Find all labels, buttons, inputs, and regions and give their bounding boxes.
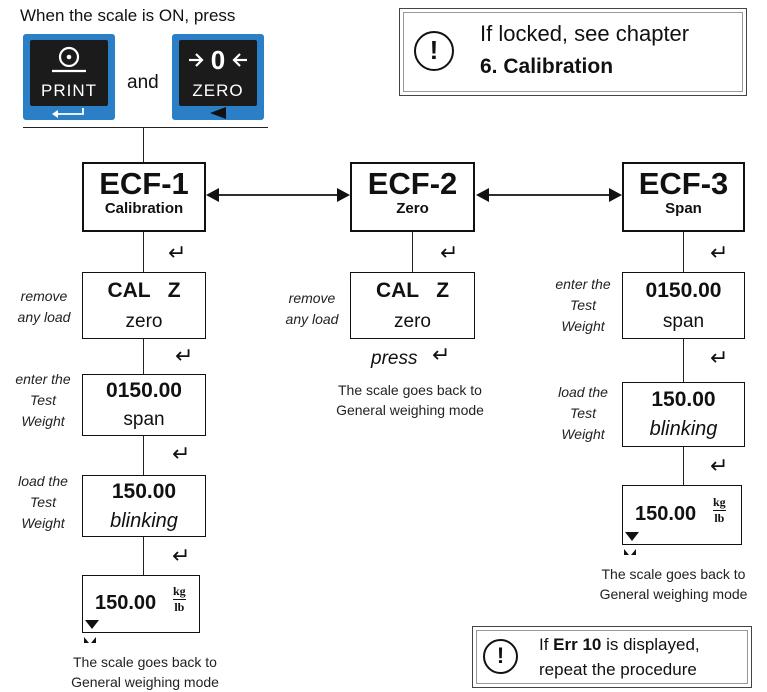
ecf3-display-final: 150.00 kg lb — [622, 485, 742, 545]
ecf3-step2-hint: load the Test Weight — [558, 384, 608, 442]
connector — [143, 436, 144, 475]
stable-indicator-icon — [85, 620, 99, 629]
ecf1-ecf2-arrow — [206, 188, 350, 202]
enter-symbol: ↵ — [710, 453, 729, 478]
lock-note-line2: 6. Calibration — [480, 55, 614, 78]
connector — [412, 232, 413, 272]
zero-arrows-icon: 0 — [189, 45, 247, 75]
ecf1-title: ECF-1 — [99, 166, 189, 201]
and-text: and — [127, 72, 159, 93]
connector — [143, 537, 144, 575]
print-circle-icon — [52, 46, 86, 73]
connector — [143, 339, 144, 374]
svg-text:0: 0 — [211, 45, 225, 75]
ecf2-box[interactable]: ECF-2 Zero — [350, 162, 475, 232]
connector — [143, 127, 144, 167]
enter-symbol: ↵ — [172, 441, 191, 466]
enter-symbol: ↵ — [432, 342, 451, 367]
connector — [143, 232, 144, 272]
ecf3-display-span: 0150.00 span — [622, 272, 745, 339]
ecf2-result-note: The scale goes back to General weighing … — [336, 382, 484, 418]
ecf2-ecf3-arrow — [476, 188, 622, 202]
zero-key[interactable]: 0 ZERO — [172, 34, 264, 120]
marker-icon — [624, 549, 636, 555]
ecf2-display-cal: CAL Z zero — [350, 272, 475, 339]
ecf1-display-final: 150.00 kg lb — [82, 575, 200, 633]
ecf2-title: ECF-2 — [367, 166, 458, 201]
connector — [683, 447, 684, 485]
ecf2-subtitle: Zero — [396, 200, 429, 217]
ecf3-step1-hint: enter the Test Weight — [555, 276, 611, 334]
ecf2-step1-hint: remove any load — [285, 290, 339, 327]
lock-note: ! If locked, see chapter 6. Calibration — [399, 8, 747, 96]
left-triangle-icon — [210, 107, 226, 119]
print-key[interactable]: PRINT — [23, 34, 115, 120]
enter-symbol: ↵ — [710, 345, 729, 370]
enter-symbol: ↵ — [168, 240, 187, 265]
ecf1-step1-hint: remove any load — [17, 288, 71, 325]
header-rule — [23, 127, 268, 128]
exclamation-icon: ! — [414, 31, 454, 71]
connector — [683, 232, 684, 272]
ecf3-box[interactable]: ECF-3 Span — [622, 162, 745, 232]
enter-symbol: ↵ — [440, 240, 459, 265]
stable-indicator-icon — [625, 532, 639, 541]
ecf2-press-text: press — [371, 348, 418, 369]
instruction-text: When the scale is ON, press — [20, 6, 236, 25]
ecf1-step2-hint: enter the Test Weight — [15, 371, 71, 429]
unit-fraction: kg lb — [713, 495, 726, 525]
unit-fraction: kg lb — [173, 584, 186, 614]
ecf3-display-blinking: 150.00 blinking — [622, 382, 745, 447]
enter-symbol: ↵ — [172, 543, 191, 568]
error-note-line2: repeat the procedure — [539, 660, 697, 679]
ecf1-display-span: 0150.00 span — [82, 374, 206, 436]
enter-symbol: ↵ — [710, 240, 729, 265]
ecf1-display-cal: CAL Z zero — [82, 272, 206, 339]
ecf1-display-blinking: 150.00 blinking — [82, 475, 206, 537]
marker-icon — [84, 637, 96, 643]
ecf1-result-note: The scale goes back to General weighing … — [71, 654, 219, 690]
zero-key-label: ZERO — [192, 81, 244, 100]
error-note-line1: If Err 10 is displayed, — [539, 635, 700, 654]
ecf1-box[interactable]: ECF-1 Calibration — [82, 162, 206, 232]
ecf3-result-note: The scale goes back to General weighing … — [599, 566, 748, 602]
error-note: ! If Err 10 is displayed, repeat the pro… — [472, 626, 752, 688]
connector — [683, 339, 684, 382]
lock-note-line1: If locked, see chapter — [480, 21, 690, 46]
exclamation-icon: ! — [483, 639, 518, 674]
ecf1-step3-hint: load the Test Weight — [18, 473, 68, 531]
print-key-label: PRINT — [41, 81, 97, 100]
ecf1-subtitle: Calibration — [104, 200, 184, 217]
ecf3-title: ECF-3 — [638, 166, 729, 201]
enter-symbol: ↵ — [175, 343, 194, 368]
enter-arrow-icon — [52, 108, 84, 118]
ecf3-subtitle: Span — [665, 200, 702, 217]
